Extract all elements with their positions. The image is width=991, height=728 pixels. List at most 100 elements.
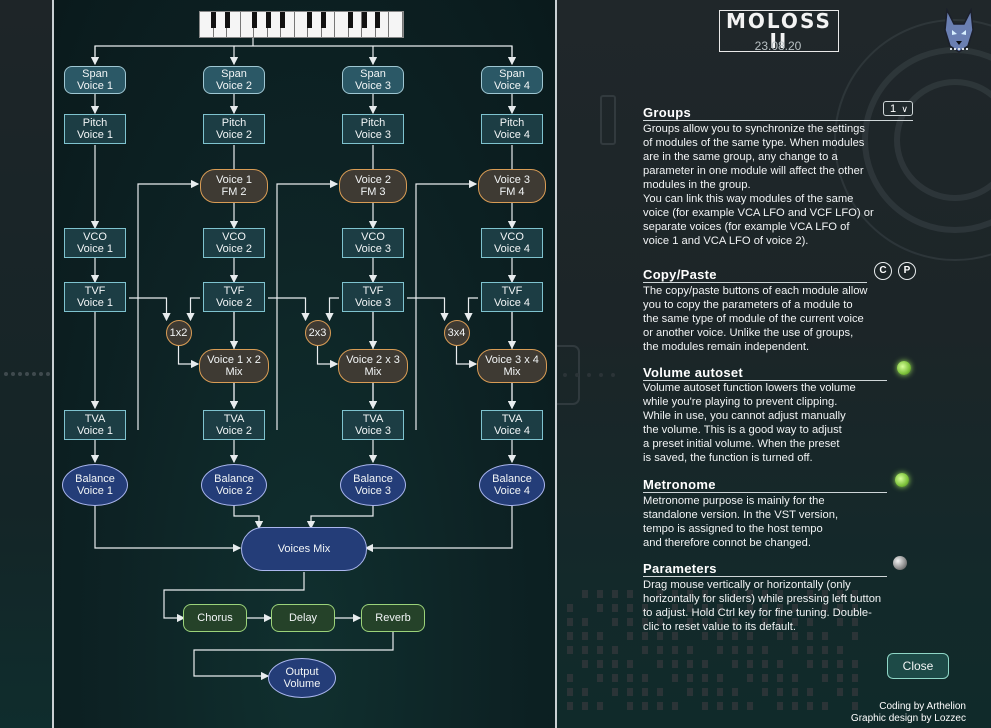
output-volume-label: Output <box>285 666 319 678</box>
vco-voice-2-label: VCO <box>222 231 246 243</box>
span-voice-3-label: Voice 3 <box>354 80 392 92</box>
volume-autoset-title: Volume autoset <box>643 365 744 380</box>
description-line: horizontally for sliders) while pressing… <box>643 593 882 605</box>
description-line: Groups allow you to synchronize the sett… <box>643 123 866 135</box>
fm-voice-3-label: Voice 3 <box>493 174 531 186</box>
moloss-logo: MOLOSS II <box>719 10 839 53</box>
mix-voice-2-label: Mix <box>364 366 382 378</box>
copy-button[interactable]: C <box>874 262 892 280</box>
cross-mod-1: 1x2 <box>165 320 192 346</box>
tva-voice-1-label: Voice 1 <box>76 425 114 437</box>
balance-voice-3-label: Voice 3 <box>354 485 392 497</box>
groups-underline <box>643 120 913 121</box>
tva-voice-3-label: TVA <box>362 413 384 425</box>
version-date: 23.08.20 <box>754 39 802 53</box>
metronome-title: Metronome <box>643 477 716 492</box>
tvf-voice-4-label: Voice 4 <box>493 297 531 309</box>
vco-voice-1-label: Voice 1 <box>76 243 114 255</box>
metronome-led-toggle[interactable] <box>895 473 909 487</box>
description-line: of modules of the same type. When module… <box>643 137 865 149</box>
span-voice-1-label: Span <box>82 68 108 80</box>
close-button[interactable]: Close <box>887 653 949 679</box>
pitch-voice-1-label: Pitch <box>82 117 108 129</box>
delay-effect: Delay <box>271 604 335 632</box>
fm-voice-3-label: FM 4 <box>499 186 525 198</box>
pitch-voice-2-label: Pitch <box>221 117 247 129</box>
fm-voice-2-label: FM 3 <box>360 186 386 198</box>
pitch-voice-4-label: Voice 4 <box>493 129 531 141</box>
paste-button[interactable]: P <box>898 262 916 280</box>
reverb-effect: Reverb <box>361 604 425 632</box>
pitch-voice-2-label: Voice 2 <box>215 129 253 141</box>
volume-autoset-description: Volume autoset function lowers the volum… <box>643 381 929 465</box>
balance-voice-2-label: Balance <box>214 473 254 485</box>
vco-voice-1-label: VCO <box>83 231 107 243</box>
volume-autoset-led-toggle[interactable] <box>897 361 911 375</box>
mix-voice-1-label: Voice 1 x 2 <box>207 354 261 366</box>
description-line: you to copy the parameters of a module t… <box>643 299 853 311</box>
tvf-voice-1-label: Voice 1 <box>76 297 114 309</box>
description-line: a preset initial volume. When the preset <box>643 438 840 450</box>
description-line: the modules remain independent. <box>643 341 810 353</box>
tva-voice-2-label: TVA <box>223 413 245 425</box>
balance-voice-1-label: Voice 1 <box>76 485 114 497</box>
tvf-voice-2-label: TVF <box>223 285 245 297</box>
voices-mix-label: Voices Mix <box>277 543 331 555</box>
parameter-knob-icon[interactable] <box>893 556 907 570</box>
description-line: Metronome purpose is mainly for the <box>643 495 825 507</box>
left-panel-edge <box>0 0 52 728</box>
parameters-description: Drag mouse vertically or horizontally (o… <box>643 578 933 634</box>
output-volume-label: Volume <box>283 678 321 690</box>
fm-voice-1-label: FM 2 <box>221 186 247 198</box>
dog-mascot-icon <box>944 8 974 53</box>
metronome-underline <box>643 492 887 493</box>
parameters-underline <box>643 576 887 577</box>
description-line: Drag mouse vertically or horizontally (o… <box>643 579 851 591</box>
copy-paste-title: Copy/Paste <box>643 267 717 282</box>
description-line: parameter in one module will affect the … <box>643 165 864 177</box>
groups-select-value: 1 <box>890 103 897 115</box>
vco-voice-4-label: Voice 4 <box>493 243 531 255</box>
pitch-voice-3-label: Voice 3 <box>354 129 392 141</box>
vco-voice-2-label: Voice 2 <box>215 243 253 255</box>
volume-autoset-underline <box>643 380 887 381</box>
copy-paste-underline <box>643 282 867 283</box>
tvf-voice-3-label: TVF <box>362 285 384 297</box>
description-line: Volume autoset function lowers the volum… <box>643 382 856 394</box>
vco-voice-3-label: VCO <box>361 231 385 243</box>
background-decoration <box>557 19 991 710</box>
groups-select[interactable]: 1∨ <box>883 101 913 116</box>
description-line: modules in the group. <box>643 179 751 191</box>
pitch-voice-1-label: Voice 1 <box>76 129 114 141</box>
chorus-effect-label: Chorus <box>197 612 233 624</box>
chevron-down-icon: ∨ <box>901 104 908 114</box>
groups-description: Groups allow you to synchronize the sett… <box>643 122 929 248</box>
description-line: the same type of module of the current v… <box>643 313 864 325</box>
tva-voice-4-label: TVA <box>501 413 523 425</box>
balance-voice-4-label: Balance <box>492 473 532 485</box>
description-line: while you're playing to prevent clipping… <box>643 396 838 408</box>
tva-voice-1-label: TVA <box>84 413 106 425</box>
description-line: or another voice. Unlike the use of grou… <box>643 327 854 339</box>
balance-voice-2-label: Voice 2 <box>215 485 253 497</box>
parameters-title: Parameters <box>643 561 717 576</box>
